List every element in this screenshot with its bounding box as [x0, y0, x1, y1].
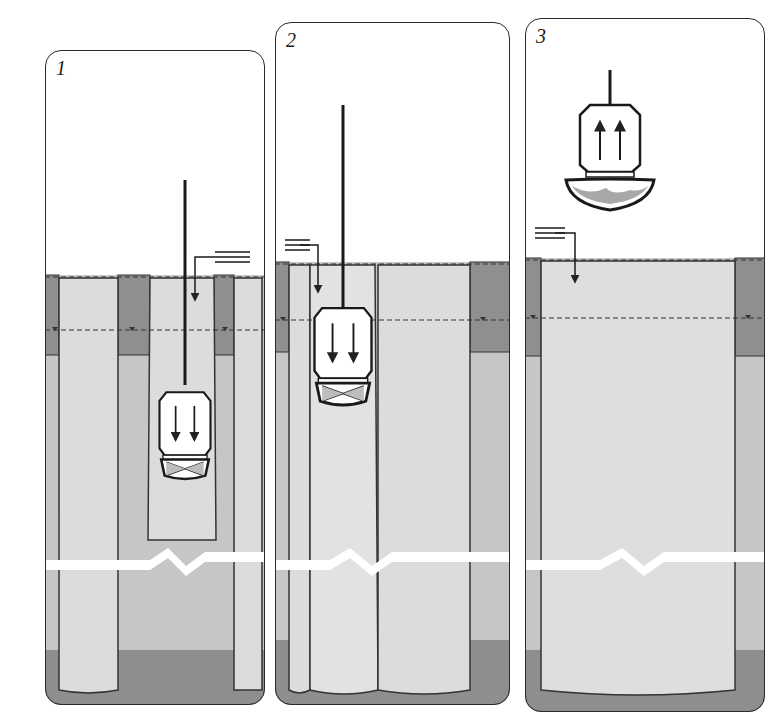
illustration-part	[541, 261, 735, 695]
illustration-part	[599, 122, 601, 160]
illustration-part	[525, 548, 765, 576]
illustration-part	[184, 180, 187, 385]
step-panel: 2	[275, 22, 510, 705]
illustration-part	[530, 315, 751, 319]
illustration-part	[619, 122, 621, 160]
panel-1-section	[45, 180, 265, 705]
illustration-part	[315, 308, 372, 405]
illustration-part	[52, 327, 228, 331]
illustration-part	[310, 265, 378, 694]
step-panel: 1	[45, 50, 265, 705]
illustration-part	[280, 317, 486, 321]
illustration-part	[45, 275, 59, 355]
illustration-part	[525, 258, 765, 712]
illustration-part	[275, 548, 510, 576]
illustration-part	[572, 186, 648, 204]
illustration-part	[470, 262, 510, 352]
illustration-part	[45, 275, 265, 705]
illustration-part	[342, 105, 345, 310]
illustration-part	[45, 277, 265, 278]
illustration-part	[555, 233, 575, 282]
illustration-part	[118, 275, 150, 355]
illustration-part	[234, 278, 262, 690]
illustration-part	[59, 278, 118, 693]
panel-3-section	[525, 70, 765, 712]
illustration-part	[275, 320, 510, 321]
panel-2-section	[275, 105, 510, 705]
step-panel: 3	[525, 18, 765, 712]
illustration-part	[195, 257, 215, 300]
illustration-part	[45, 330, 265, 331]
illustration-part	[275, 262, 289, 352]
illustration-part	[525, 260, 765, 261]
illustration-part	[214, 275, 234, 355]
illustration-part	[735, 258, 765, 356]
illustration-part	[300, 245, 318, 292]
illustration-part	[275, 264, 510, 265]
step-number: 2	[286, 29, 296, 51]
illustration-part	[289, 265, 310, 693]
illustration-part	[566, 179, 654, 210]
illustration-part	[45, 548, 265, 576]
illustration-part	[215, 252, 250, 262]
illustration-part	[525, 258, 541, 356]
illustration-part	[275, 262, 510, 705]
illustration-part	[160, 392, 211, 479]
step-number: 1	[56, 57, 66, 79]
illustration-part	[580, 105, 640, 172]
illustration-part	[586, 172, 634, 177]
illustration-part	[525, 318, 765, 319]
illustration-part	[609, 70, 612, 105]
step-number: 3	[536, 25, 546, 47]
illustration-part	[378, 265, 470, 694]
illustration-part	[148, 278, 216, 540]
